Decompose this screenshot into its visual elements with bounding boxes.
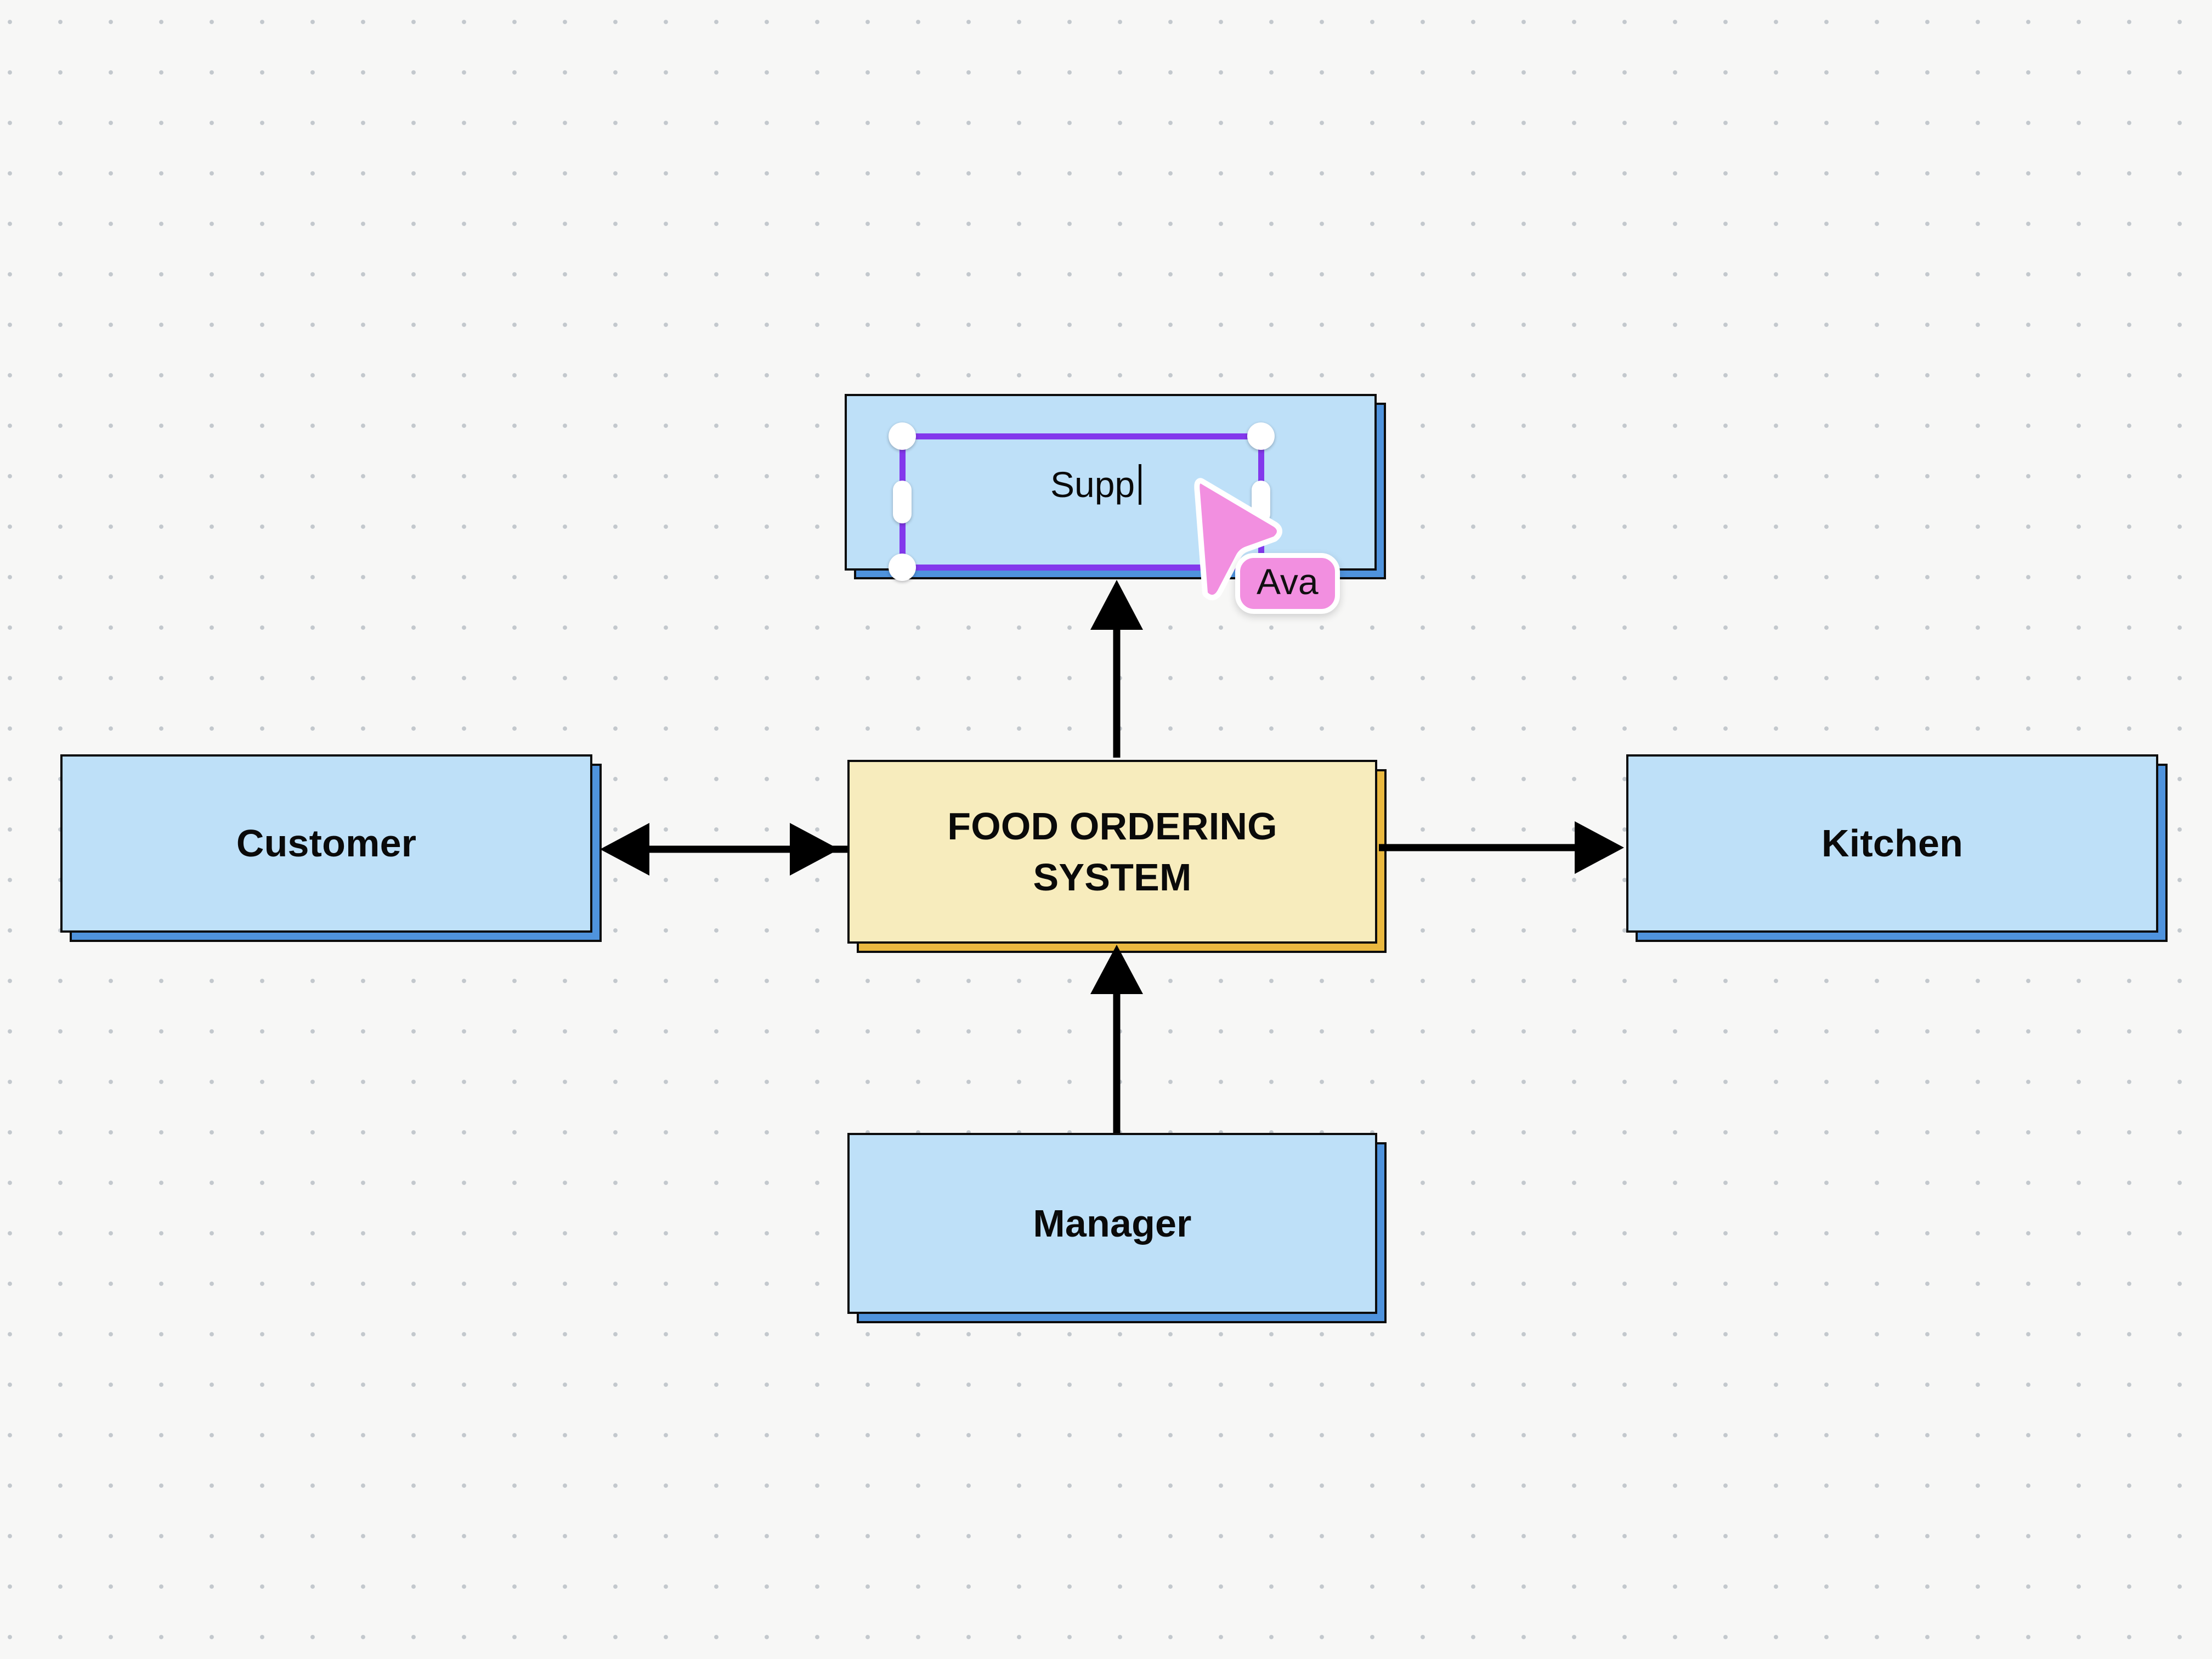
node-text-editor-value: Supp	[1050, 464, 1135, 505]
node-food-ordering-system[interactable]: FOOD ORDERING SYSTEM	[847, 760, 1377, 944]
node-label-kitchen: Kitchen	[1821, 822, 1964, 865]
node-kitchen[interactable]: Kitchen	[1626, 754, 2158, 933]
node-text-editor[interactable]: Supp	[1050, 464, 1142, 505]
node-label-food-ordering-system: FOOD ORDERING SYSTEM	[947, 805, 1277, 899]
node-customer[interactable]: Customer	[60, 754, 592, 933]
text-caret	[1139, 464, 1142, 505]
node-supplier[interactable]	[845, 394, 1377, 571]
collaborator-name: Ava	[1257, 561, 1319, 602]
node-manager[interactable]: Manager	[847, 1133, 1377, 1314]
collaborator-name-label: Ava	[1235, 553, 1340, 614]
node-label-customer: Customer	[236, 822, 417, 865]
node-label-manager: Manager	[1033, 1201, 1192, 1245]
